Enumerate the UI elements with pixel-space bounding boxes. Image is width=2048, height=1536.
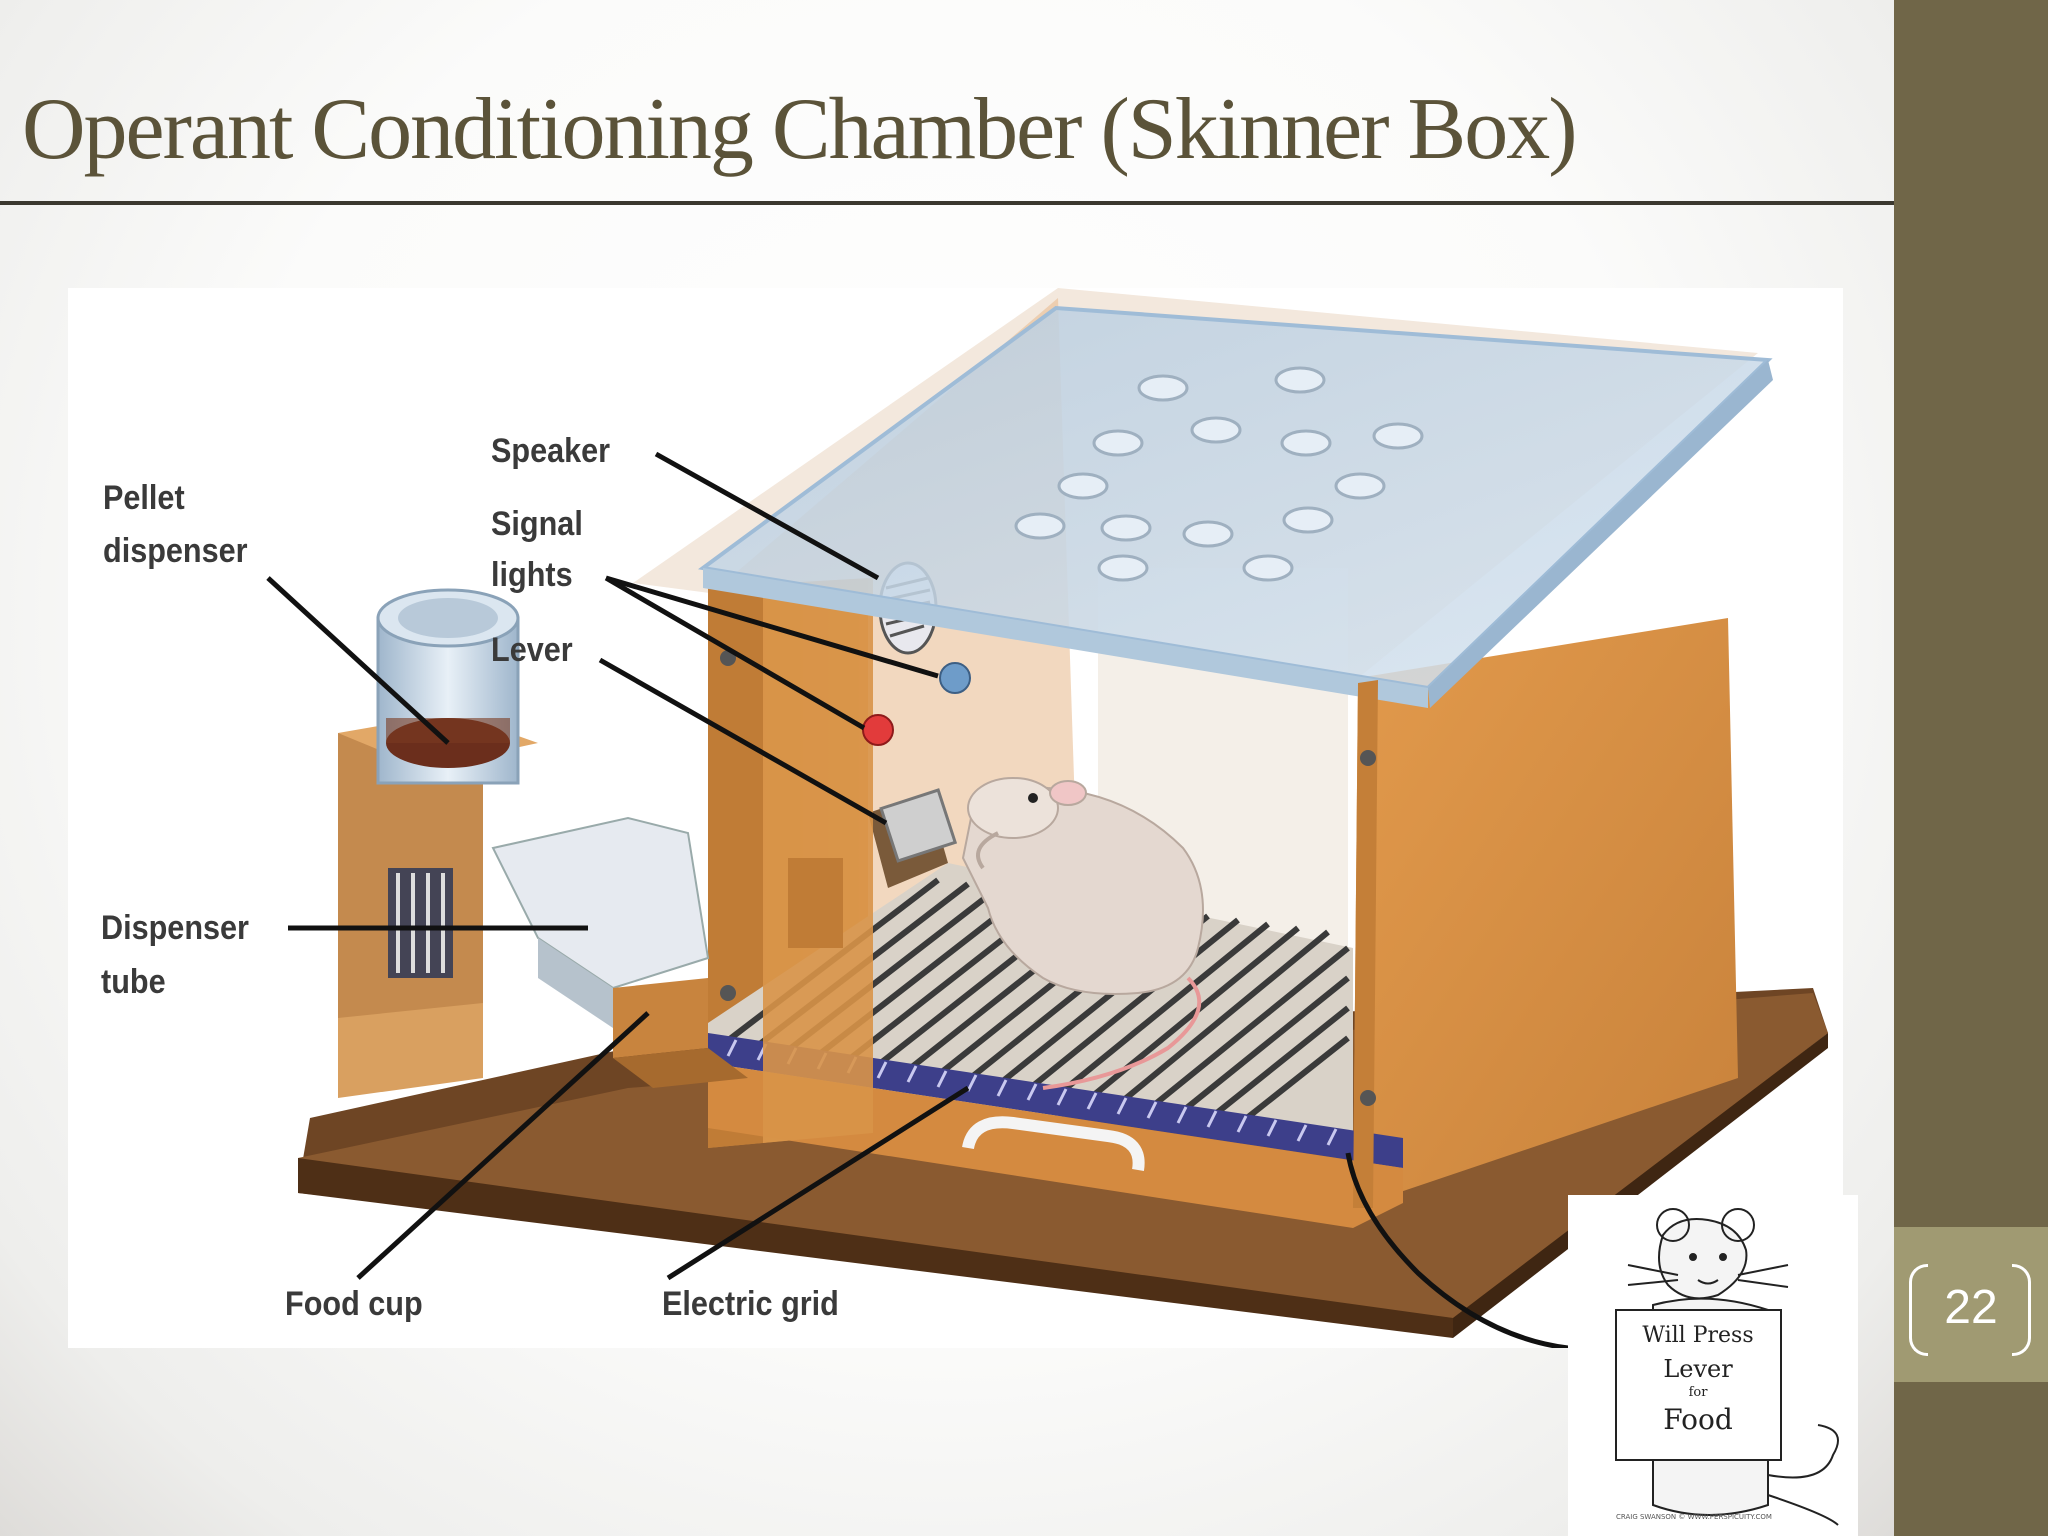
label-dispenser-tube-line1: Dispenser (101, 909, 249, 947)
sign-line-4: Food (1663, 1403, 1733, 1436)
rat-drawing (1615, 1208, 1839, 1526)
sign-line-1: Will Press (1642, 1323, 1754, 1348)
page-number: 22 (1944, 1280, 1998, 1334)
cartoon-rat-sign: Will Press Lever for Food CRAIG SWANSON … (1568, 1195, 1858, 1536)
sign-line-2: Lever (1663, 1355, 1733, 1383)
label-signal-lights-line2: lights (491, 556, 573, 594)
label-pellet-dispenser-line2: dispenser (103, 532, 248, 570)
label-pellet-dispenser-line1: Pellet (103, 479, 185, 517)
title-divider (0, 201, 1894, 205)
label-signal-lights-line1: Signal (491, 505, 583, 543)
slide-title: Operant Conditioning Chamber (Skinner Bo… (22, 81, 1578, 178)
page-number-tab (1894, 1227, 2048, 1382)
skinner-box-diagram: Speaker Signal lights Lever Pellet dispe… (68, 288, 1843, 1348)
cartoon-credit: CRAIG SWANSON © WWW.PERSPICUITY.COM (1616, 1513, 1772, 1521)
skinner-box-illustration (266, 288, 1828, 1348)
slide: Operant Conditioning Chamber (Skinner Bo… (0, 0, 1894, 1536)
label-lever: Lever (491, 631, 573, 669)
label-speaker: Speaker (491, 432, 611, 470)
label-dispenser-tube-line2: tube (101, 963, 166, 1001)
label-electric-grid: Electric grid (662, 1285, 839, 1323)
label-food-cup: Food cup (285, 1285, 423, 1323)
sign-line-3: for (1688, 1385, 1708, 1400)
